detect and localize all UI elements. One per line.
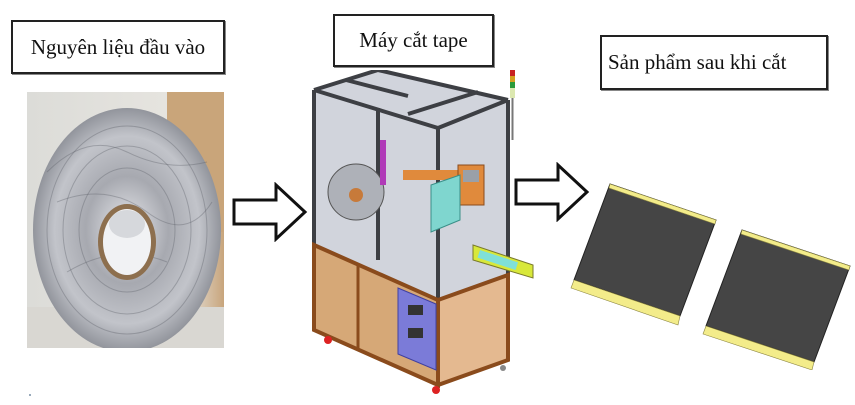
output-product-label-text: Sản phẩm sau khi cắt	[608, 50, 787, 74]
input-material-label: Nguyên liệu đầu vào	[11, 20, 225, 74]
input-material-label-text: Nguyên liệu đầu vào	[30, 34, 206, 59]
machine-enclosure	[314, 70, 508, 300]
machine-base-side	[436, 272, 510, 388]
hmi-screen	[430, 174, 461, 233]
signal-tower	[510, 70, 515, 140]
tape-cutting-machine-image	[312, 70, 534, 394]
output-product-label: Sản phẩm sau khi cắt	[600, 35, 828, 90]
stray-dot	[29, 394, 31, 396]
right-arrow-icon	[232, 182, 308, 242]
cut-sheet	[570, 183, 717, 326]
cut-tape-sheets-image	[570, 183, 851, 370]
cut-sheet	[702, 229, 851, 370]
tape-roll-image	[27, 92, 224, 348]
machine-label: Máy cắt tape	[333, 14, 494, 67]
right-arrow-icon	[514, 162, 590, 222]
machine-label-text: Máy cắt tape	[359, 28, 468, 52]
